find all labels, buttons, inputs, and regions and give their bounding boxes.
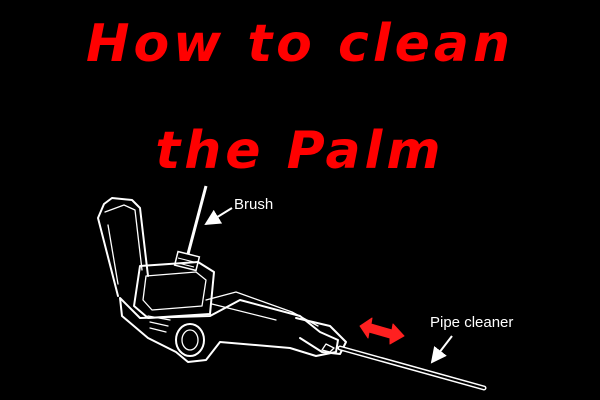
vaporizer-device-illustration bbox=[97, 197, 347, 363]
brush-label: Brush bbox=[234, 196, 274, 213]
brush-icon bbox=[173, 185, 208, 272]
brush-pointer-arrow bbox=[204, 207, 233, 226]
pipe-cleaner-label: Pipe cleaner bbox=[430, 314, 514, 331]
double-arrow-icon bbox=[359, 317, 405, 345]
title-line-2: the Palm bbox=[155, 121, 445, 181]
pipe-cleaner-pointer-arrow bbox=[430, 335, 453, 364]
title-line-1: How to clean bbox=[85, 14, 515, 74]
